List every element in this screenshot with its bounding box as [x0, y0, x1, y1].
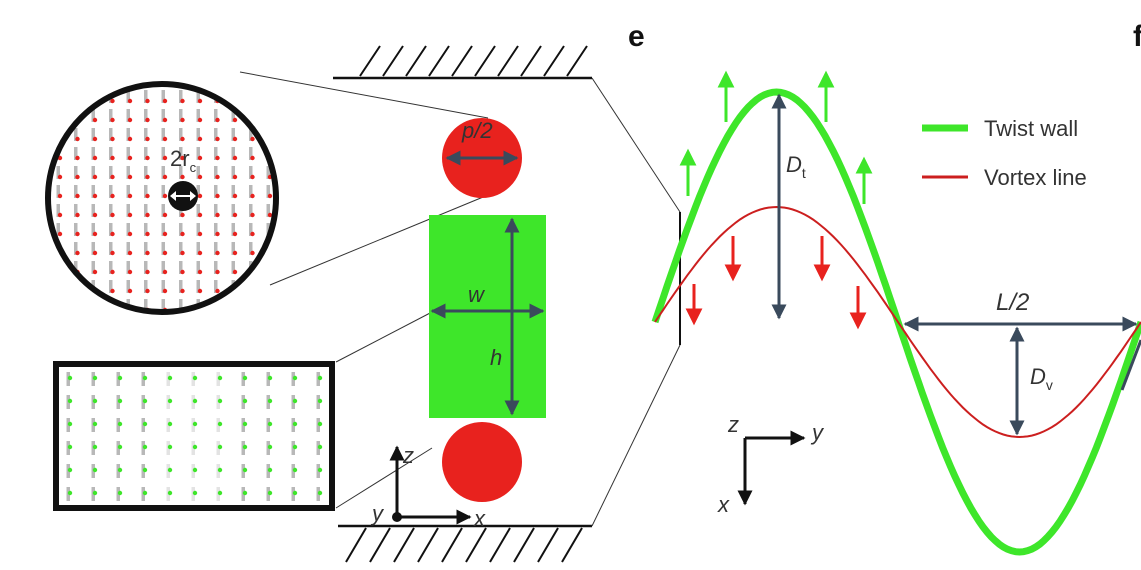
axes-left: z y x [370, 443, 486, 531]
green-arrows [679, 70, 873, 204]
bottom-wall [338, 524, 592, 563]
L-half-label: L/2 [996, 289, 1029, 316]
svg-text:z: z [402, 443, 414, 468]
vortex-line-curve [654, 205, 1141, 439]
svg-text:y: y [370, 501, 385, 526]
top-wall [333, 45, 592, 80]
Dv-label: Dv [1030, 364, 1053, 393]
core-marker [168, 181, 198, 211]
legend-label-twist: Twist wall [984, 116, 1078, 141]
edge-arrow-fragment [1120, 339, 1141, 391]
perspective-lines [591, 77, 681, 527]
core-label: 2rc [170, 146, 197, 175]
twist-wall-rect [429, 215, 546, 418]
svg-text:y: y [810, 420, 825, 445]
vortex-circle-bottom [442, 422, 522, 502]
rect-lattice [66, 372, 323, 501]
svg-text:x: x [473, 506, 486, 531]
legend-label-vortex: Vortex line [984, 165, 1087, 190]
zoom-lines-rect [335, 311, 433, 509]
panel-label-e: e [628, 20, 645, 53]
axes-right: z y x [717, 412, 825, 517]
panel-label-f: f [1133, 20, 1141, 53]
w-label: w [468, 282, 486, 307]
h-label: h [490, 345, 502, 370]
p-half-label: p/2 [461, 118, 493, 143]
zoom-rectangle [53, 361, 335, 511]
svg-text:z: z [727, 412, 739, 437]
Dt-label: Dt [786, 152, 806, 181]
svg-text:x: x [717, 492, 730, 517]
legend: Twist wall Vortex line [922, 116, 1087, 190]
red-arrows [685, 236, 867, 330]
zoom-circle [45, 81, 279, 315]
zoom-lines-circle [239, 71, 489, 286]
